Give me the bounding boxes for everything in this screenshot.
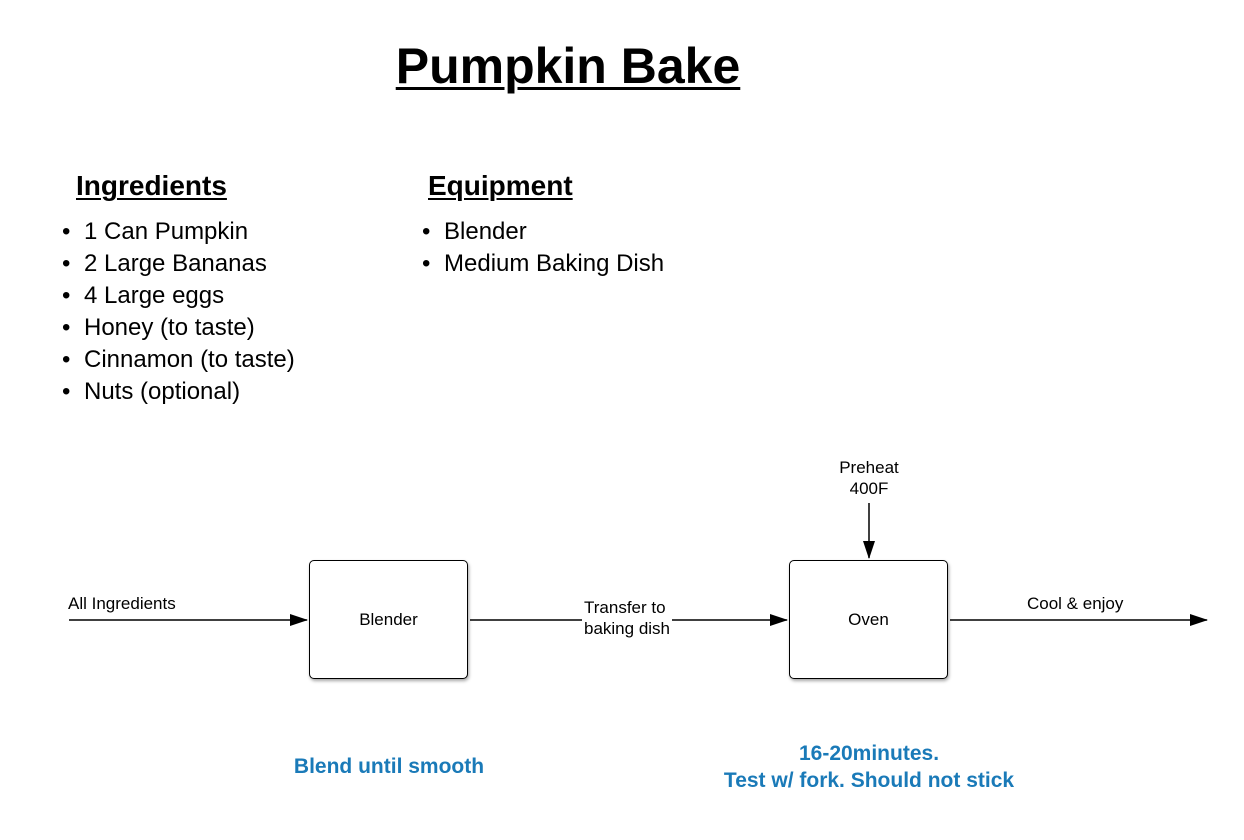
oven-box: Oven xyxy=(789,560,948,679)
oven-note-line2: Test w/ fork. Should not stick xyxy=(723,769,1015,792)
list-item: Medium Baking Dish xyxy=(420,248,664,280)
page-title: Pumpkin Bake xyxy=(395,38,741,94)
transfer-label: Transfer to baking dish xyxy=(582,597,673,639)
blender-box-label: Blender xyxy=(359,609,418,629)
blender-box: Blender xyxy=(309,560,468,679)
transfer-label-line2: baking dish xyxy=(582,619,673,638)
list-item: Cinnamon (to taste) xyxy=(60,344,295,376)
list-item: Honey (to taste) xyxy=(60,312,295,344)
equipment-list: Blender Medium Baking Dish xyxy=(420,216,664,280)
blender-note: Blend until smooth xyxy=(293,755,485,778)
list-item: 1 Can Pumpkin xyxy=(60,216,295,248)
input-label: All Ingredients xyxy=(68,594,176,613)
oven-note: 16-20minutes. Test w/ fork. Should not s… xyxy=(669,740,1069,794)
list-item: Blender xyxy=(420,216,664,248)
ingredients-heading: Ingredients xyxy=(76,170,227,201)
transfer-label-line1: Transfer to xyxy=(582,598,668,617)
equipment-heading: Equipment xyxy=(428,170,573,201)
list-item: Nuts (optional) xyxy=(60,376,295,408)
output-label: Cool & enjoy xyxy=(1027,594,1124,613)
list-item: 2 Large Bananas xyxy=(60,248,295,280)
ingredients-list: 1 Can Pumpkin 2 Large Bananas 4 Large eg… xyxy=(60,216,295,408)
oven-note-line1: 16-20minutes. xyxy=(798,742,940,765)
preheat-label-line2: 400F xyxy=(849,479,889,498)
oven-box-label: Oven xyxy=(848,609,889,629)
list-item: 4 Large eggs xyxy=(60,280,295,312)
preheat-label: Preheat 400F xyxy=(819,457,919,499)
preheat-label-line1: Preheat xyxy=(839,458,899,477)
